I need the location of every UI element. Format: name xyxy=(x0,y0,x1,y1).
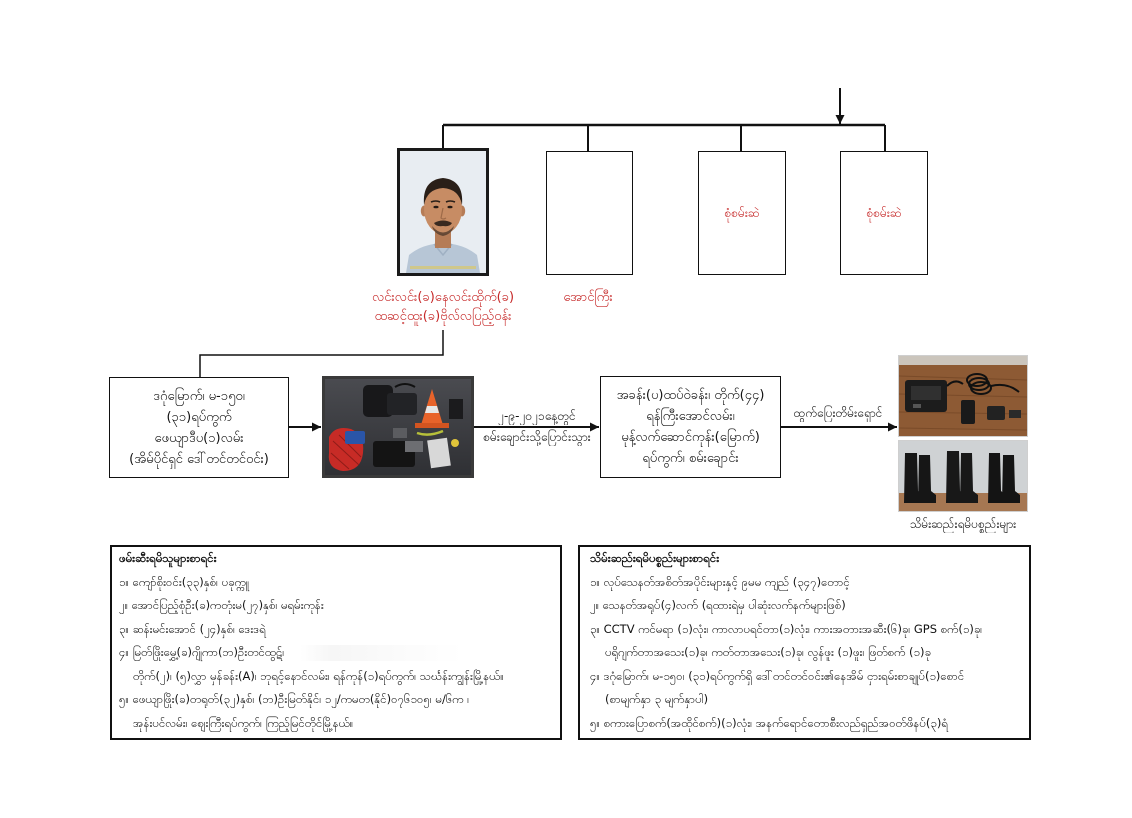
seized-items-caption: သိမ်းဆည်းရမိပစ္စည်းများ xyxy=(909,517,1017,531)
seized-item-1: ၁။ လုပ်သေနတ်အစိတ်အပိုင်းများနှင့် ၉မမ ကျ… xyxy=(590,574,850,589)
second-address-line-2: ရန်ကြီးအောင်လမ်း၊ xyxy=(646,409,735,424)
redaction-blur xyxy=(300,645,464,661)
seized-item-5: ၅။ စကားပြောစက်(အထိုင်စက်)(၁)လုံး၊ အနက်ရေ… xyxy=(590,715,948,730)
seized-devices-photo xyxy=(898,355,1028,437)
arrested-item-5-continuation: အုန်းပင်လမ်း၊ ဈေးကြီးရပ်ကွက်၊ ကြည့်မြင်တ… xyxy=(133,715,354,730)
seized-list-box: သိမ်းဆည်းရမိပစ္စည်းများစာရင်း ၁။ လုပ်သေန… xyxy=(578,545,1031,740)
second-address-box: အခန်း(ပ)ထပ်ဝဲခန်း၊ တိုက်(၄၄) ရန်ကြီးအောင… xyxy=(600,376,781,478)
arrested-item-1: ၁။ ကျော်စိုးဝင်း(၃၃)နှစ်၊ ပခုက္ကူ xyxy=(119,574,250,589)
seized-item-2: ၂။ သေနတ်အရုပ်(၄)လက် (ရထားရဲမှ ပါဆုံးလက်န… xyxy=(590,598,846,612)
seized-boots-photo xyxy=(898,440,1028,512)
boot-pair-2 xyxy=(946,451,978,503)
seized-list-title: သိမ်းဆည်းရမိပစ္စည်းများစာရင်း xyxy=(590,551,720,565)
boot-pair-1 xyxy=(904,453,936,503)
suspect-1-caption: လင်းလင်း(ခ)နေလင်းထိုက်(ခ) ထဆင့်ထူး(ခ)ဗို… xyxy=(343,288,543,326)
first-address-line-3: ဖေယျာဒီပ(၁)လမ်း xyxy=(154,430,244,446)
portrait-image xyxy=(400,151,486,273)
first-address-line-1: ဒဂုံမြောက်၊ မ-၁၅၀၊ xyxy=(153,388,245,404)
arrested-list-box: ဖမ်းဆီးရမိသူများစာရင်း ၁။ ကျော်စိုးဝင်း(… xyxy=(110,545,562,740)
seized-item-3-continuation: ပရိုဂျက်တာအသေး(၁)ခု၊ ကတ်တာအသေး(၁)ခု၊ လွန… xyxy=(605,645,931,659)
arrested-list-title: ဖမ်းဆီးရမိသူများစာရင်း xyxy=(119,551,217,565)
suspect-4-box: စုံစမ်းဆဲ xyxy=(840,151,928,275)
first-address-line-4: (အိမ်ပိုင်ရှင် ဒေါ်တင်တင်ဝင်း) xyxy=(129,451,269,467)
first-address-line-2: (၃၁)ရပ်ကွက် xyxy=(166,409,232,425)
suspect-1-photo xyxy=(397,148,489,276)
items-image xyxy=(325,379,471,475)
boot-pair-3 xyxy=(988,453,1020,503)
suspect-1-name-line-1: လင်းလင်း(ခ)နေလင်းထိုက်(ခ) xyxy=(371,290,515,305)
move-date-label: ၂-၉-၂၀၂၁နေ့တွင် xyxy=(498,409,576,423)
arrested-item-4-continuation: တိုက်(၂)၊ (၅)လွှာ မှန်ခန်း(A)၊ ဘုရင့်နော… xyxy=(133,668,504,683)
suspect-2-box xyxy=(546,151,633,275)
arrested-item-5: ၅။ ဖေယျာဖြိုး(ခ)တရုတ်(၃၂)နှစ်၊ (ဘ)ဦးမြတ်… xyxy=(119,692,470,706)
second-address-line-4: ရပ်ကွက်၊ စမ်းချောင်း xyxy=(642,451,739,466)
flee-label: ထွက်ပြေးတိမ်းရှောင် xyxy=(793,406,883,420)
seized-item-4-continuation: (စာမျက်နှာ ၃ မျက်နှာပါ) xyxy=(605,692,709,706)
first-address-items-photo xyxy=(322,376,474,478)
suspect-3-status: စုံစမ်းဆဲ xyxy=(724,206,760,220)
seized-item-4: ၄။ ဒဂုံမြောက်၊ မ-၁၅၀၊ (၃၁)ရပ်ကွက်ရှိ ဒေါ… xyxy=(590,668,965,683)
move-destination-label: စမ်းချောင်းသို့ပြောင်းသွား xyxy=(483,430,591,444)
suspect-2-name: အောင်ကြီး xyxy=(563,290,613,305)
suspect-4-status: စုံစမ်းဆဲ xyxy=(866,206,902,220)
first-address-box: ဒဂုံမြောက်၊ မ-၁၅၀၊ (၃၁)ရပ်ကွက် ဖေယျာဒီပ(… xyxy=(109,377,289,478)
seized-item-3: ၃။ CCTV ကင်မရာ (၁)လုံး၊ ကာလာပရင်တာ(၁)လုံ… xyxy=(590,621,983,636)
suspect-to-address-line xyxy=(199,330,444,377)
suspect-3-box: စုံစမ်းဆဲ xyxy=(698,151,786,275)
second-address-line-3: မုန့်လက်ဆောင်ကုန်း(မြောက်) xyxy=(621,430,760,445)
suspect-1-name-line-2: ထဆင့်ထူး(ခ)ဗိုလ်လပြည့်ဝန်း xyxy=(374,309,512,324)
arrested-item-2: ၂။ အောင်ပြည့်စုံဦး(ခ)ကတုံးမ(၂၇)နှစ်၊ မရမ… xyxy=(119,598,324,612)
second-address-line-1: အခန်း(ပ)ထပ်ဝဲခန်း၊ တိုက်(၄၄) xyxy=(616,388,765,403)
arrested-item-3: ၃။ ဆန်းမင်းအောင် (၂၄)နှစ်၊ ဒေးဒရဲ xyxy=(119,621,266,636)
seized-boots-image xyxy=(899,441,1027,511)
seized-devices-image xyxy=(899,356,1027,436)
arrested-item-4: ၄။ မြတ်ဖြိုးမွှေ့(ခ)ဂျိုကာ(ဘ)ဦးတင်ထွဋ်၊ xyxy=(119,645,285,659)
